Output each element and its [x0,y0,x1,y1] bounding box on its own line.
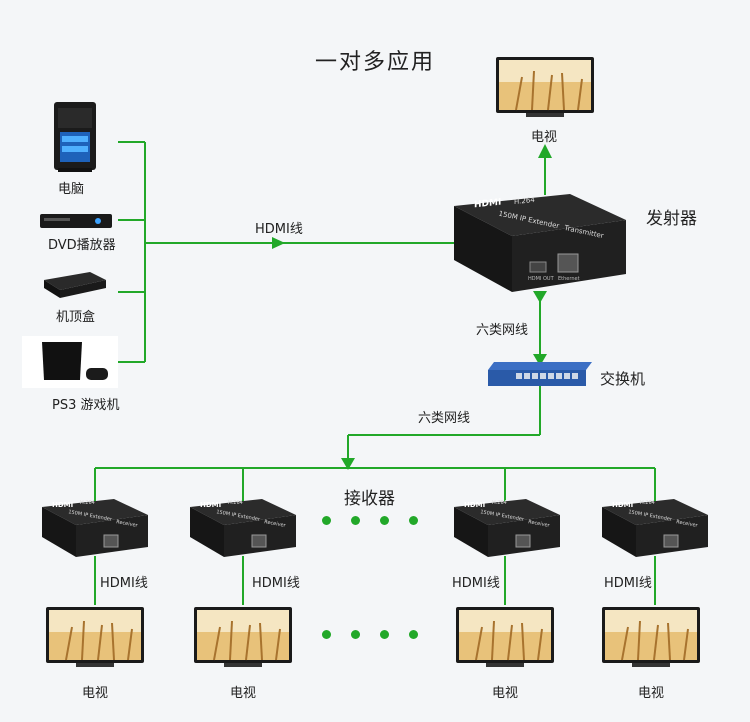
receiver-tv [456,607,554,669]
tv-icon [602,607,700,667]
tv-icon [496,57,594,117]
source-label-pc: 电脑 [58,182,85,197]
source-pc [40,98,110,176]
transmitter-ethernet-port-label: Ethernet [558,276,580,282]
source-label-ps3: PS3 游戏机 [52,398,120,413]
transmitter-hdmi-port-label: HDMI OUT [528,276,554,282]
receiver-brand: HDMI [612,501,634,509]
receiver-brand: HDMI [464,501,486,509]
diagram-title: 一对多应用 [314,50,435,75]
receiver-brand: HDMI [52,501,74,509]
ip-extender-transmitter-icon [454,194,626,292]
top-tv-label: 电视 [531,130,558,145]
ip-extender-receiver-icon [190,499,296,557]
receiver-tv-label: 电视 [230,686,257,701]
game-console-icon [42,342,108,380]
receiver-tv [194,607,292,669]
ip-extender-receiver-icon [602,499,708,557]
receiver-codec: H.264 [492,500,507,506]
network-switch [486,360,594,388]
tv-icon [194,607,292,667]
tv-icon [456,607,554,667]
receiver-codec: H.264 [640,500,655,506]
source-label-stb: 机顶盒 [56,310,96,325]
switch-icon [488,362,592,386]
desktop-pc-icon [54,102,96,172]
receiver-tv [46,607,144,669]
receiver-codec: H.264 [228,500,243,506]
hdmi-cable-label: HDMI线 [255,222,303,237]
receiver-device: HDMI H.264 150M IP Extender Receiver [40,497,150,559]
receiver-cable-label: HDMI线 [252,576,300,591]
receiver-device: HDMI H.264 150M IP Extender Receiver [452,497,562,559]
receiver-device: HDMI H.264 150M IP Extender Receiver [600,497,710,559]
set-top-box-icon [44,272,106,298]
dvd-player-icon [40,214,112,228]
receiver-tv-label: 电视 [82,686,109,701]
receiver-cable-label: HDMI线 [604,576,652,591]
source-stb [38,266,110,302]
receiver-brand: HDMI [200,501,222,509]
receiver-cable-label: HDMI线 [100,576,148,591]
ellipsis-dots [322,630,438,639]
receiver-codec: H.264 [80,500,95,506]
ellipsis-dots [322,516,438,525]
switch-label: 交换机 [600,370,646,388]
cat6-cable-label-1: 六类网线 [476,323,529,338]
receiver-tv [602,607,700,669]
source-dvd [36,206,116,234]
source-label-dvd: DVD播放器 [48,238,116,253]
tv-icon [46,607,144,667]
transmitter-device: HDMI H.264 150M IP Extender Transmitter … [450,192,628,294]
receiver-tv-label: 电视 [638,686,665,701]
receivers-label: 接收器 [344,489,395,509]
ip-extender-receiver-icon [42,499,148,557]
source-ps3 [22,336,118,388]
ip-extender-receiver-icon [454,499,560,557]
receiver-tv-label: 电视 [492,686,519,701]
top-tv [496,57,594,119]
receiver-device: HDMI H.264 150M IP Extender Receiver [188,497,298,559]
receiver-cable-label: HDMI线 [452,576,500,591]
transmitter-label: 发射器 [646,209,697,229]
cat6-cable-label-2: 六类网线 [418,411,471,426]
